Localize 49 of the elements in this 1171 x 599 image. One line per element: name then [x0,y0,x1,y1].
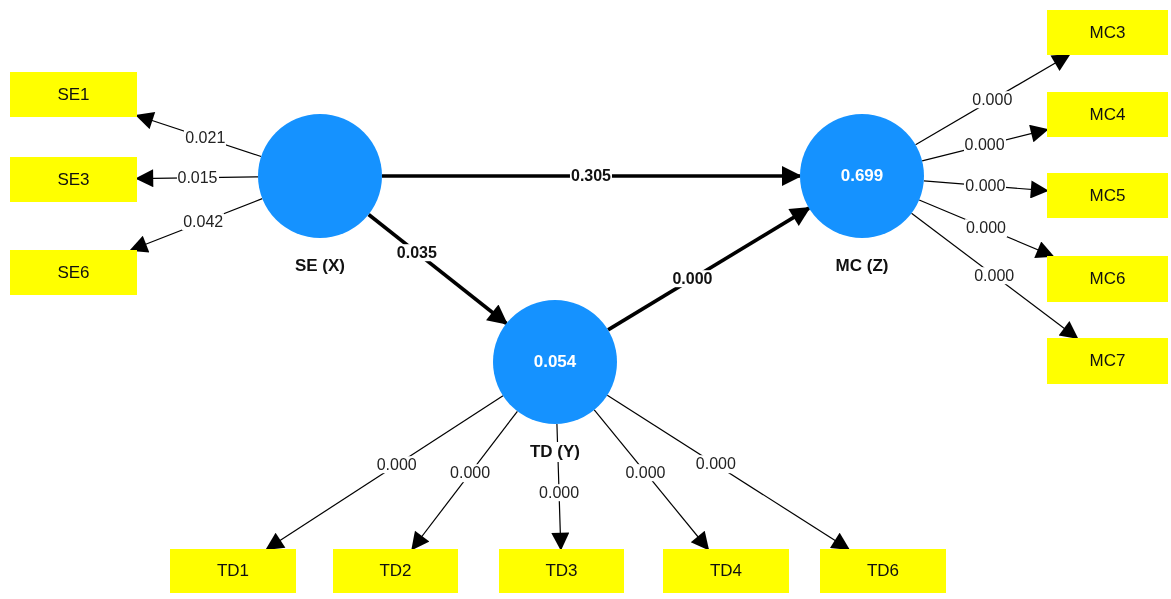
edge-label: 0.000 [449,464,492,483]
edge-label: 0.035 [395,243,438,262]
indicator-box [333,549,458,593]
indicator-label: TD3 [545,561,578,581]
edge-label: 0.000 [671,269,714,288]
edge-label: 0.000 [971,91,1014,109]
indicator-label: MC6 [1089,269,1126,289]
indicator-box [663,549,789,593]
arrow [593,409,710,551]
indicator-label: MC4 [1089,104,1126,125]
indicator-box [10,157,137,202]
indicator-label: TD6 [866,561,900,581]
indicator-label: TD1 [216,561,250,581]
variable-label: TD (Y) [528,442,582,462]
variable-label: SE (X) [292,256,348,276]
edge-label: 0.021 [184,129,227,147]
indicator-label: TD4 [709,561,743,581]
indicator-box [1047,173,1168,218]
edge-label: 0.000 [973,266,1016,285]
indicator-label: SE1 [57,84,90,105]
indicator-label: MC3 [1089,22,1126,43]
edge-label: 0.000 [694,455,737,474]
indicator-box [10,72,137,117]
indicator-box [499,549,624,593]
edge-label: 0.000 [624,463,667,482]
r-squared-value: 0.054 [533,352,577,372]
indicator-box [820,549,946,593]
indicator-label: SE3 [57,169,90,190]
edge-label: 0.000 [964,219,1007,237]
indicator-label: MC7 [1089,351,1126,371]
indicator-box [1047,338,1168,384]
indicator-box [1047,256,1168,302]
edge-label: 0.000 [375,455,418,474]
edge-label: 0.042 [182,212,225,231]
indicator-box [1047,10,1168,55]
arrow [382,166,802,186]
arrow [607,206,811,332]
arrow [411,410,518,551]
arrow [265,395,504,550]
variable-label: MC (Z) [833,256,891,276]
r-squared-value: 0.699 [840,166,884,186]
edge-label: 0.000 [538,483,581,502]
indicator-label: MC5 [1089,185,1126,206]
arrow [606,394,850,550]
indicator-box [1047,92,1168,137]
indicator-box [170,549,296,593]
indicator-label: SE6 [57,262,90,283]
indicator-box [10,250,137,295]
indicator-label: TD2 [379,561,412,581]
